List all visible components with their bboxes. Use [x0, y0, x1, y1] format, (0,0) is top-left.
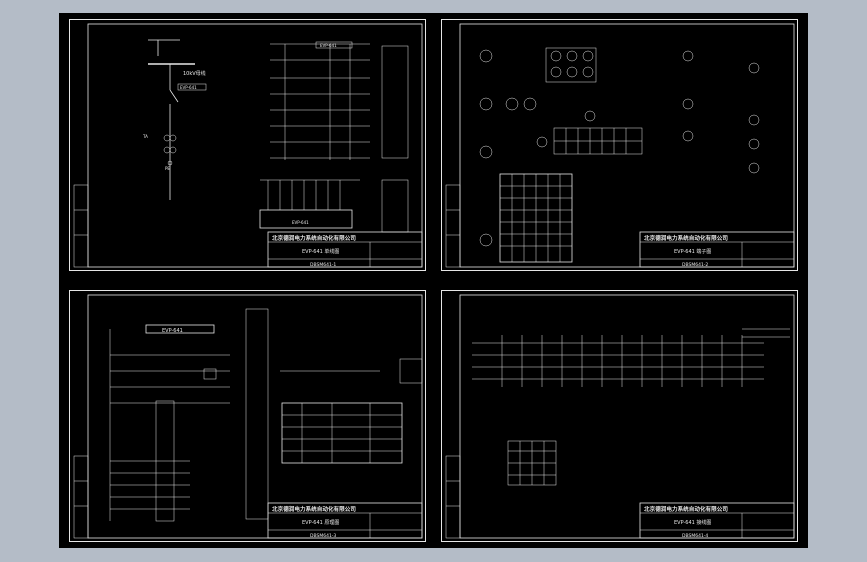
sheet1-drawing-no: DBSM641-1	[310, 262, 336, 268]
sheet-single-line[interactable]: 10kV母线 EVP-641 TA PE EVP-641	[69, 19, 426, 271]
sheet1-device-bottom: EVP-641	[292, 220, 309, 225]
sheet-terminal[interactable]: 北京德润电力系统自动化有限公司 EVP-641 端子图 DBSM641-2	[441, 19, 798, 271]
company-name-4: 北京德润电力系统自动化有限公司	[644, 505, 728, 513]
drawing-canvas[interactable]: 10kV母线 EVP-641 TA PE EVP-641	[59, 13, 808, 548]
title-block-2	[639, 231, 795, 268]
company-name: 北京德润电力系统自动化有限公司	[272, 234, 356, 242]
relay-contacts	[270, 43, 409, 233]
parameter-table	[281, 402, 403, 464]
company-name-3: 北京德润电力系统自动化有限公司	[272, 505, 356, 513]
sheet3-drawing-no: DBSM641-3	[310, 533, 336, 539]
wiring-grid	[472, 328, 790, 486]
sheet1-device-top: EVP-641	[320, 43, 337, 48]
sheet3-device-tag: EVP-641	[162, 328, 183, 334]
sheet1-device-tag: EVP-641	[180, 85, 197, 90]
sheet2-drawing: 北京德润电力系统自动化有限公司 EVP-641 端子图 DBSM641-2	[445, 23, 795, 268]
ct-label: TA	[142, 134, 148, 139]
sheet1-drawing: 10kV母线 EVP-641 TA PE EVP-641	[73, 23, 423, 268]
terminal-circles	[479, 49, 760, 247]
voltage-label: 10kV母线	[183, 70, 206, 77]
ground-label: PE	[165, 166, 170, 171]
sheet3-drawing: EVP-641	[73, 294, 423, 539]
schematic-wiring	[109, 308, 423, 522]
sheet1-title: EVP-641 单线图	[302, 248, 339, 255]
sheet3-title: EVP-641 原理图	[302, 520, 339, 526]
sheet-schematic[interactable]: EVP-641	[69, 290, 426, 542]
sheet4-title: EVP-641 接线图	[674, 519, 711, 526]
title-block-3	[267, 502, 423, 539]
sheet4-drawing: 北京德润电力系统自动化有限公司 EVP-641 接线图 DBSM641-4	[445, 294, 795, 539]
company-name-2: 北京德润电力系统自动化有限公司	[644, 234, 728, 242]
sheet2-title: EVP-641 端子图	[674, 248, 711, 255]
sheet2-drawing-no: DBSM641-2	[682, 262, 708, 268]
sheet4-drawing-no: DBSM641-4	[682, 533, 708, 539]
sheet-wiring[interactable]: 北京德润电力系统自动化有限公司 EVP-641 接线图 DBSM641-4	[441, 290, 798, 542]
title-block	[267, 231, 423, 268]
title-block-4	[639, 502, 795, 539]
